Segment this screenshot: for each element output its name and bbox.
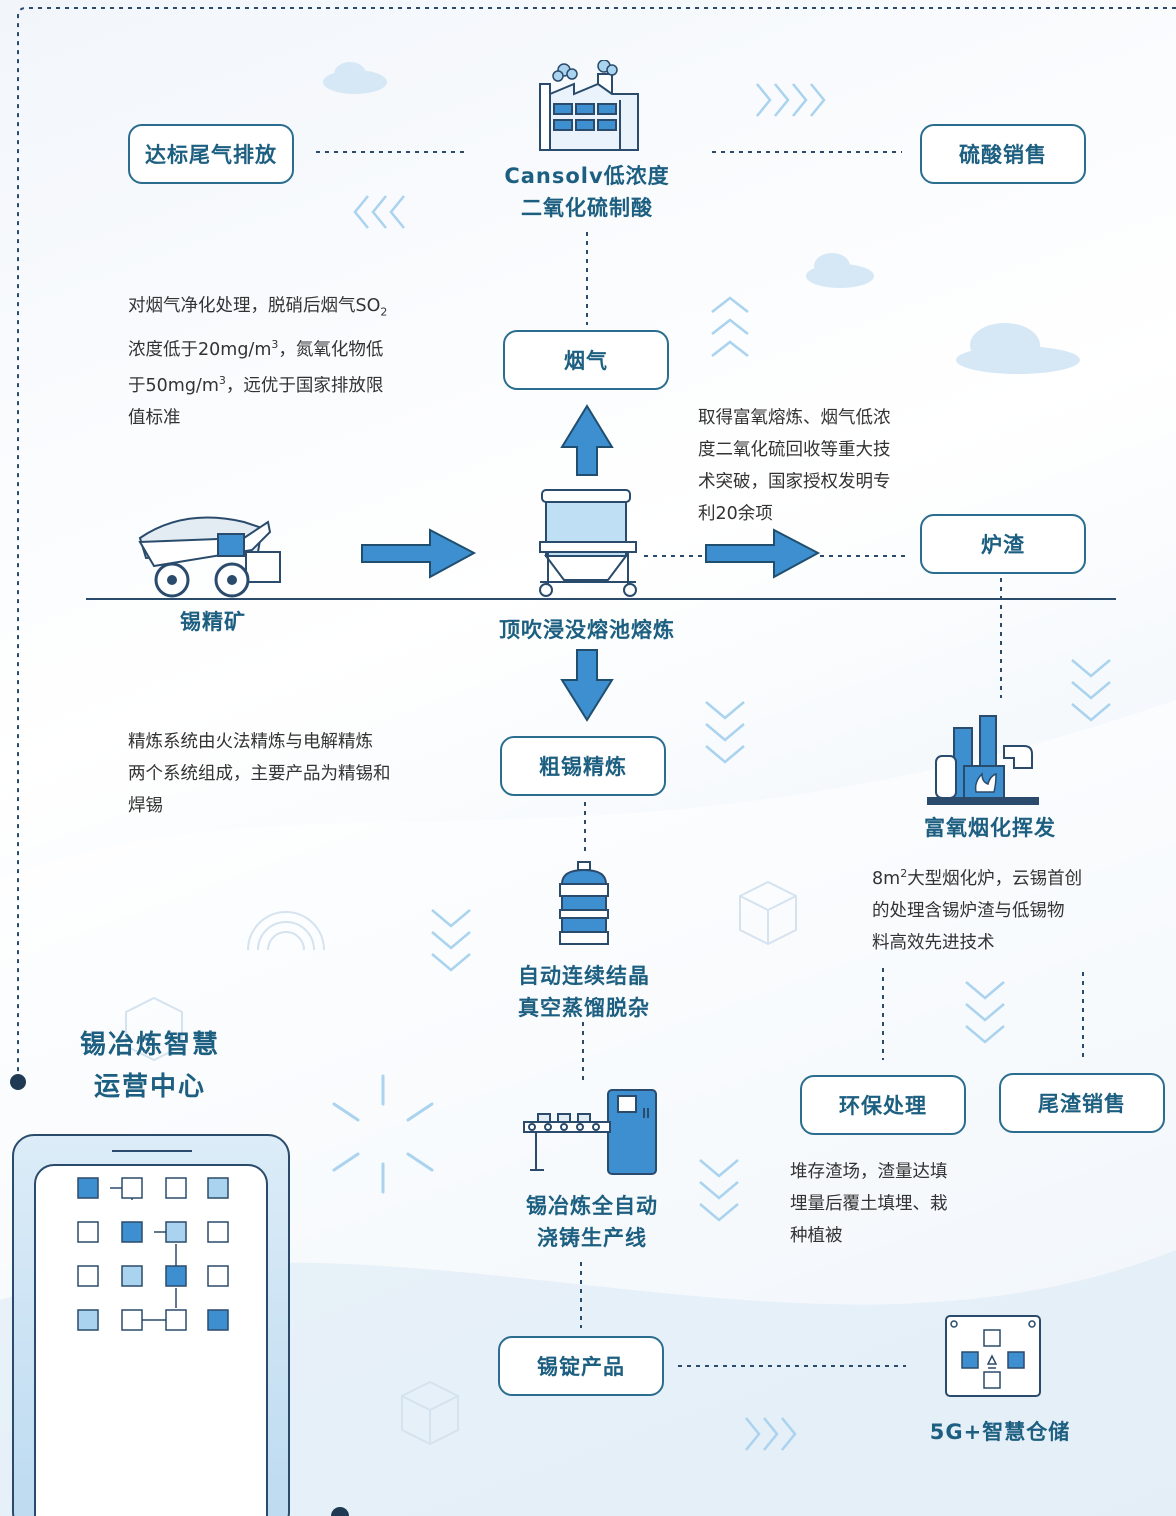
label-cansolv: Cansolv低浓度 二氧化硫制酸 [480,160,694,224]
crystallizer-icon [559,861,609,945]
smart-center-title: 锡冶炼智慧 运营中心 [40,1024,260,1108]
smart-warehouse-icon [945,1315,1041,1397]
label-fuming: 富氧烟化挥发 [924,816,1056,840]
label-crystal: 自动连续结晶 真空蒸馏脱杂 [470,960,698,1024]
chevron-right-decor [756,83,826,117]
label-casting: 锡冶炼全自动 浇铸生产线 [478,1190,706,1254]
grid-network-icon [77,1177,229,1331]
node-ingot: 锡锭产品 [498,1336,664,1396]
chevron-left-decor [353,195,405,229]
flow-arrow-right [705,528,821,579]
tablet-screen [34,1164,268,1516]
chevron-down-decor [431,909,471,972]
chevron-down-decor [1071,659,1111,722]
label-cansolv-line1: Cansolv低浓度 [504,164,670,188]
desc-refining: 精炼系统由火法精炼与电解精炼 两个系统组成，主要产品为精锡和 焊锡 [128,732,391,816]
chevron-down-decor [699,1159,739,1222]
node-acid-sales: 硫酸销售 [920,124,1086,184]
label-cansolv-line2: 二氧化硫制酸 [521,196,653,220]
desc-fuming-furnace: 8m2大型烟化炉，云锡首创 的处理含锡炉渣与低锡物 料高效先进技术 [872,867,1083,953]
node-env: 环保处理 [800,1075,966,1135]
desc-tech-breakthrough: 取得富氧熔炼、烟气低浓 度二氧化硫回收等重大技 术突破，国家授权发明专 利20余… [698,408,891,524]
tablet-icon [12,1134,290,1516]
label-crystal-line1: 自动连续结晶 [518,964,650,988]
label-casting-line2: 浇铸生产线 [537,1226,647,1250]
sparkle-decor [332,1074,434,1194]
desc-flue-treatment: 对烟气净化处理，脱硝后烟气SO2 浓度低于20mg/m3，氮氧化物低 于50mg… [128,296,388,429]
node-tail-sales: 尾渣销售 [999,1073,1165,1133]
flow-arrow-up [560,404,614,476]
label-ore: 锡精矿 [180,610,246,634]
chevron-right-decor [745,1417,797,1451]
smart-center-line1: 锡冶炼智慧 [79,1030,220,1060]
smart-center-line2: 运营中心 [93,1072,206,1102]
label-smelting: 顶吹浸没熔池熔炼 [499,618,675,642]
node-slag: 炉渣 [920,514,1086,574]
mining-truck-icon [138,516,281,598]
node-emission: 达标尾气排放 [128,124,294,184]
cloud-icon [323,62,387,94]
furnace-icon [539,489,637,597]
node-crude-tin: 粗锡精炼 [500,736,666,796]
cloud-icon [956,323,1080,374]
chevron-down-decor [705,701,745,764]
tablet-speaker [112,1150,192,1152]
flow-arrow-right [361,528,477,579]
desc-env-disposal: 堆存渣场，渣量达填 埋量后覆土填埋、栽 种植被 [790,1162,948,1246]
label-warehouse: 5G+智慧仓储 [929,1420,1071,1444]
chevron-down-decor [965,981,1005,1044]
label-casting-line1: 锡冶炼全自动 [526,1194,658,1218]
cloud-icon [806,253,874,288]
flow-arrow-down [560,649,614,722]
casting-line-icon [523,1089,657,1175]
label-crystal-line2: 真空蒸馏脱杂 [518,996,650,1020]
factory-icon [539,60,639,151]
chevron-up-decor [711,296,749,357]
fuming-plant-icon [927,715,1039,805]
node-flue-gas: 烟气 [503,330,669,390]
